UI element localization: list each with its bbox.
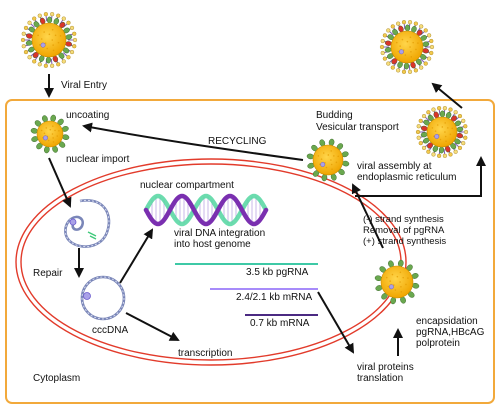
virion-budding-icon: [306, 138, 350, 182]
label-transcription: transcription: [178, 348, 233, 359]
label-vesicular-transport: Vesicular transport: [316, 122, 399, 133]
arrow-to-er-assembly: [355, 156, 486, 197]
rcdna-loop: [64, 199, 111, 248]
cccdna-loop: [80, 275, 126, 321]
virion-entry-icon: [20, 12, 78, 68]
arrow-nuclear-import: [48, 157, 72, 208]
virion-assembly-icon: [415, 106, 469, 158]
label-synthesis-1: (-) strand synthesis: [363, 214, 444, 225]
arrow-translation: [317, 291, 355, 354]
label-integration-2: into host genome: [174, 239, 251, 250]
label-rna-2-4kb: 2.4/2.1 kb mRNA: [236, 292, 313, 303]
label-encapsidation-1: encapsidation: [416, 316, 478, 327]
dna-helix-icon: [143, 193, 269, 227]
virion-nucleocapsid-icon: [374, 259, 420, 305]
label-repair: Repair: [33, 268, 63, 279]
cell-boundary: [5, 99, 495, 404]
label-assembly-2: endoplasmic reticulum: [357, 172, 457, 183]
label-budding: Budding: [316, 110, 353, 121]
label-integration-1: viral DNA integration: [174, 228, 266, 239]
arrow-transcription: [125, 312, 180, 341]
label-encapsidation-3: polprotein: [416, 338, 460, 349]
label-proteins-2: translation: [357, 373, 404, 384]
label-cccdna: cccDNA: [92, 325, 129, 336]
label-proteins-1: viral proteins: [357, 362, 414, 373]
label-nuclear-import: nuclear import: [66, 154, 130, 165]
label-assembly-1: viral assembly at: [357, 161, 432, 172]
label-encapsidation-2: pgRNA,HBcAG: [416, 327, 485, 338]
arrow-integration: [119, 228, 154, 284]
virion-release-icon: [379, 20, 435, 74]
label-nuclear-compartment: nuclear compartment: [140, 180, 234, 191]
label-cytoplasm: Cytoplasm: [33, 373, 81, 384]
label-rna-0-7kb: 0.7 kb mRNA: [250, 318, 310, 329]
label-uncoating: uncoating: [66, 110, 110, 121]
label-rna-3-5kb: 3.5 kb pgRNA: [246, 267, 309, 278]
label-recycling: RECYCLING: [208, 136, 267, 147]
arrow-recycling: [82, 122, 304, 161]
arrow-release: [431, 82, 463, 109]
label-viral-entry: Viral Entry: [61, 80, 107, 91]
virion-uncoating-icon: [30, 114, 70, 154]
label-synthesis-3: (+) strand synthesis: [363, 236, 447, 247]
nuclear-envelope-outer: [15, 158, 407, 366]
label-synthesis-2: Removal of pgRNA: [363, 225, 445, 236]
